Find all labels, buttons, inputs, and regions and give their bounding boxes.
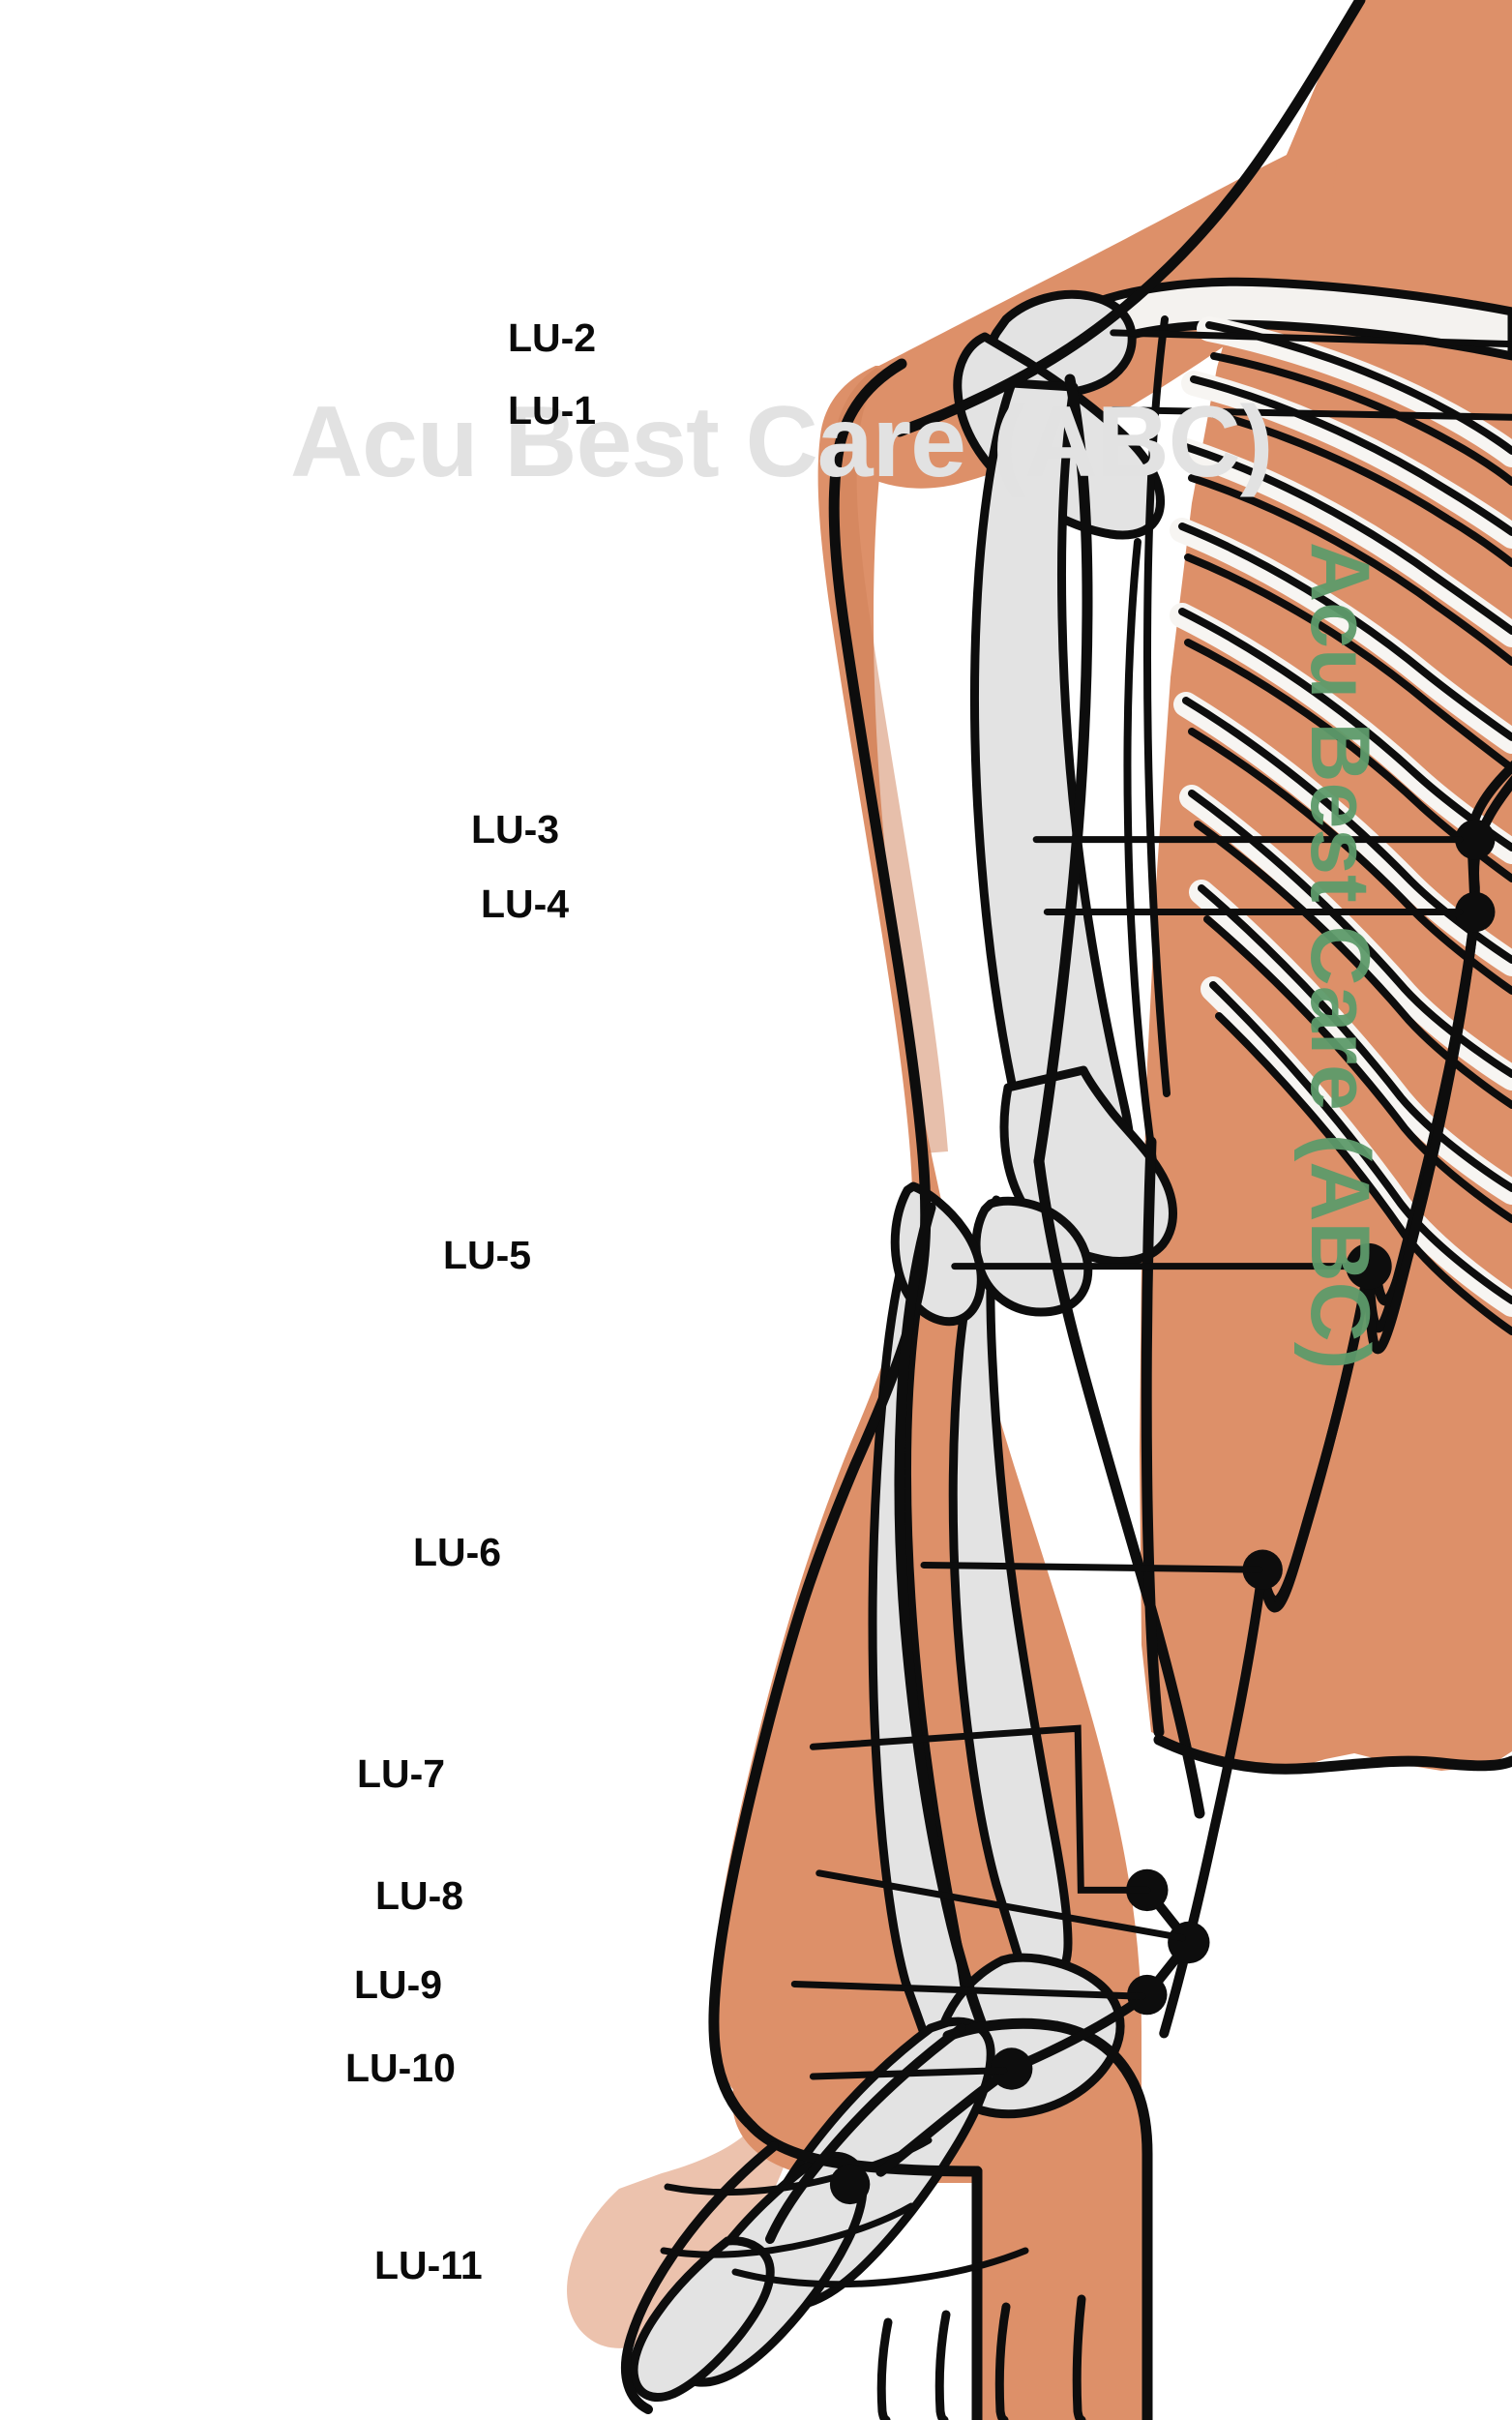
ribcage xyxy=(1123,315,1512,1335)
watermark-horizontal: Acu Best Care (ABC) xyxy=(290,386,1273,498)
body-outlines xyxy=(620,0,1512,2420)
acupoint-dot-lu-10 xyxy=(990,2047,1033,2090)
leader-lu-7 xyxy=(809,1724,1151,1894)
acupoint-label-lu-7: LU-7 xyxy=(357,1751,446,1796)
acupoint-dot-lu-3 xyxy=(1455,819,1496,860)
acupoint-label-lu-6: LU-6 xyxy=(413,1530,502,1574)
acupoint-dot-lu-5 xyxy=(1346,1242,1392,1290)
acupoint-label-lu-9: LU-9 xyxy=(354,1962,443,2007)
leader-lu-2 xyxy=(1110,329,1512,348)
acupoint-label-lu-3: LU-3 xyxy=(471,807,560,851)
acupoint-dot-lu-11 xyxy=(829,2164,871,2205)
leader-lu-9 xyxy=(790,1980,1146,2000)
acupoint-label-lu-4: LU-4 xyxy=(481,881,570,926)
acupoint-dot-lu-8 xyxy=(1168,1921,1210,1964)
acupoint-label-lu-11: LU-11 xyxy=(374,2243,483,2287)
watermark-vertical: Acu Best Care (ABC) xyxy=(1293,542,1386,1370)
acupoint-label-lu-8: LU-8 xyxy=(375,1873,464,1918)
acupoint-label-lu-1: LU-1 xyxy=(508,388,597,433)
leader-lu-8 xyxy=(815,1869,1186,1942)
bones-shoulder xyxy=(953,277,1512,1266)
leader-lu-10 xyxy=(809,2067,1008,2080)
acupoint-dot-lu-9 xyxy=(1127,1974,1168,2016)
acupoint-label-lu-2: LU-2 xyxy=(508,315,597,360)
leader-lines xyxy=(790,329,1512,2080)
acupoint-dot-lu-4 xyxy=(1455,891,1496,933)
acupoint-label-lu-5: LU-5 xyxy=(443,1233,532,1277)
leader-lu-6 xyxy=(920,1561,1263,1573)
acupoint-label-lu-10: LU-10 xyxy=(345,2046,456,2090)
leader-lu-1 xyxy=(1110,405,1512,421)
